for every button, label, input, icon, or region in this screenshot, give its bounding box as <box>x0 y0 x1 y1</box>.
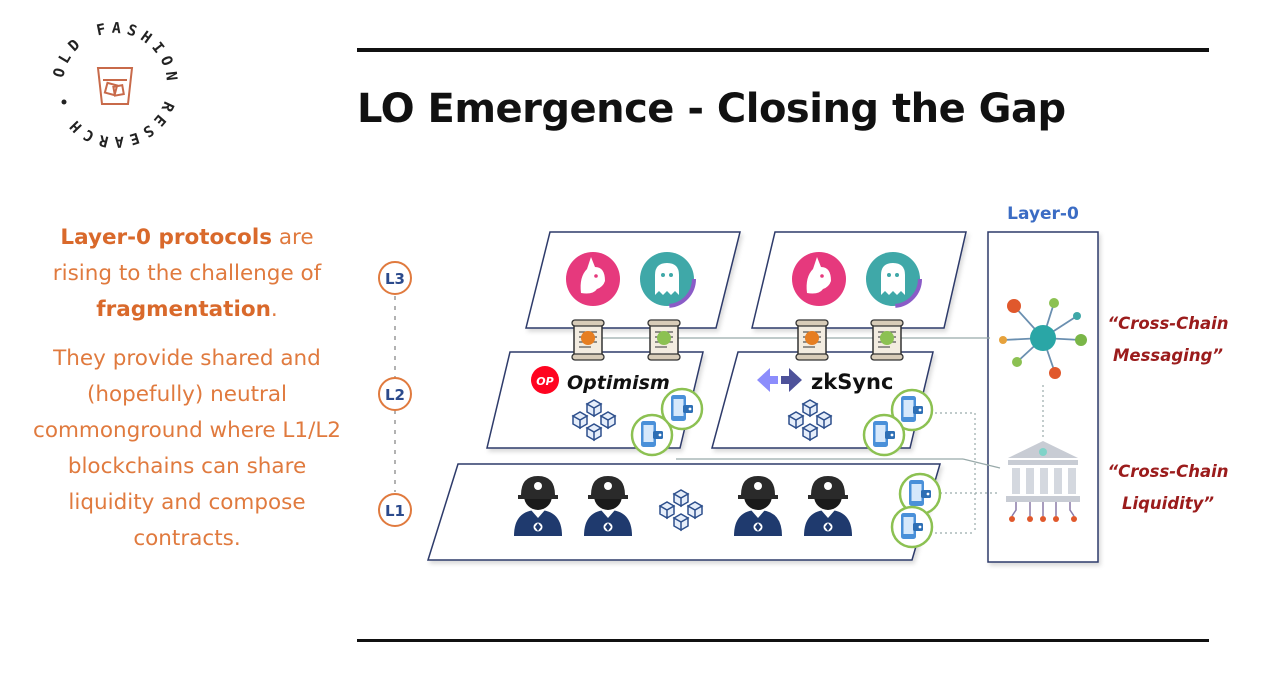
highlight-layer0: Layer-0 protocols <box>60 225 272 250</box>
zksync-logo: zkSync <box>757 368 893 394</box>
slide-title: LO Emergence - Closing the Gap <box>357 86 1066 132</box>
liquidity-line-2: Liquidity” <box>1121 494 1215 513</box>
optimism-logo: OP Optimism <box>531 366 670 394</box>
contract-scroll-icon <box>795 319 829 361</box>
svg-text:L1: L1 <box>385 502 405 520</box>
text-period: . <box>270 297 278 322</box>
messaging-line-2: Messaging” <box>1112 346 1224 365</box>
wallet-icon <box>890 505 934 549</box>
layer-badge-l1: L1 <box>378 493 412 527</box>
contract-scroll-icon <box>870 319 904 361</box>
layer-badge-l3: L3 <box>378 261 412 295</box>
bottom-rule <box>357 639 1209 642</box>
l1-plane <box>426 463 941 561</box>
ghost-icon <box>638 250 696 308</box>
uniswap-icon <box>566 252 620 306</box>
top-rule <box>357 48 1209 52</box>
contract-scroll-icon <box>571 319 605 361</box>
paragraph-layer0: Layer-0 protocols are rising to the chal… <box>28 220 346 328</box>
layer-badge-l2: L2 <box>378 377 412 411</box>
glass-icon <box>96 67 134 105</box>
label-cross-chain-liquidity: “Cross-Chain Liquidity” <box>1104 456 1232 520</box>
svg-text:Optimism: Optimism <box>567 372 670 394</box>
svg-text:OP: OP <box>536 375 553 388</box>
hub-network-icon <box>999 298 1087 379</box>
wallet-icon <box>630 413 674 457</box>
svg-text:L2: L2 <box>385 386 405 404</box>
l3-plane-left <box>525 231 741 329</box>
label-cross-chain-messaging: “Cross-Chain Messaging” <box>1104 308 1232 372</box>
svg-text:L3: L3 <box>385 270 405 288</box>
messaging-line-1: “Cross-Chain <box>1107 314 1229 333</box>
layer0-label: Layer-0 <box>1007 204 1079 224</box>
svg-text:zkSync: zkSync <box>811 370 893 394</box>
paragraph-shared: They provide shared and (hopefully) neut… <box>33 346 341 551</box>
text-rising: are rising to the challenge of <box>52 225 322 286</box>
ghost-icon <box>864 250 922 308</box>
left-description: Layer-0 protocols are rising to the chal… <box>28 220 346 570</box>
contract-scroll-icon <box>647 319 681 361</box>
wallet-icon <box>862 413 906 457</box>
l3-plane-right <box>751 231 967 329</box>
bank-pillars-icon <box>1006 441 1080 522</box>
uniswap-icon <box>792 252 846 306</box>
highlight-fragmentation: fragmentation <box>96 297 271 322</box>
logo-old-fashion-research: OLD FASHION RESEARCH <box>49 20 176 150</box>
liquidity-line-1: “Cross-Chain <box>1107 462 1229 481</box>
